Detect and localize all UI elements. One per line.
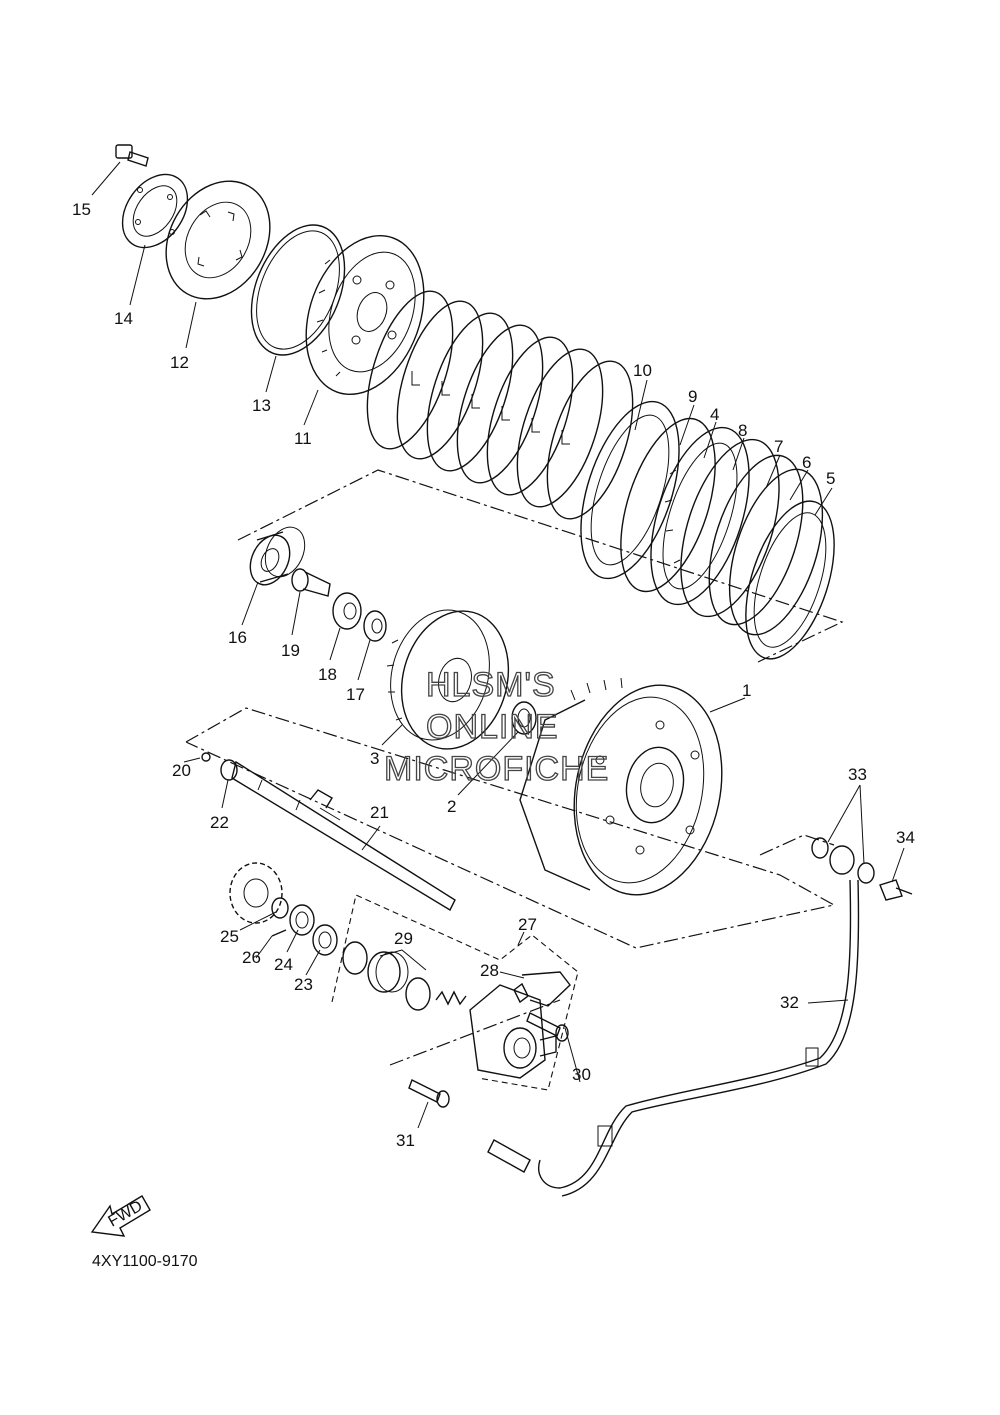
callout-26: 26: [242, 948, 261, 967]
part-3-boss: [386, 609, 510, 750]
callout-34: 34: [896, 828, 915, 847]
part-23-seal: [312, 924, 338, 956]
svg-text:MICROFICHE: MICROFICHE: [384, 750, 609, 788]
callout-11: 11: [294, 429, 312, 448]
svg-text:HLSM'S: HLSM'S: [426, 666, 556, 704]
callout-20: 20: [172, 761, 191, 780]
part-11-hub: [305, 234, 425, 396]
part-18-nut: [332, 592, 362, 630]
part-26-pin: [271, 929, 287, 937]
callout-16: 16: [228, 628, 247, 647]
leader-lines: [91, 161, 905, 1129]
fwd-label: FWD: [106, 1198, 146, 1231]
callout-8: 8: [738, 421, 747, 440]
part-19-bolt: [291, 568, 331, 597]
part-29-piston-kit: [342, 941, 467, 1011]
callout-23: 23: [294, 975, 313, 994]
part-2-washer: [511, 701, 537, 735]
part-25-oil-seal: [229, 862, 283, 924]
part-7-washer: [708, 454, 804, 626]
part-24-collar: [271, 897, 315, 936]
part-28-bleed-plate: [513, 971, 571, 1007]
assembly-frames: [185, 469, 844, 1091]
part-32-hose: [487, 879, 860, 1197]
callout-10: 10: [633, 361, 652, 380]
diagram-part-code: 4XY1100-9170: [92, 1253, 198, 1270]
callout-15: 15: [72, 200, 91, 219]
part-33-banjo-washers: [811, 837, 875, 884]
part-20-ball: [201, 752, 211, 762]
callout-32: 32: [780, 993, 799, 1012]
part-5-plate: [745, 500, 835, 660]
callout-12: 12: [170, 353, 189, 372]
fwd-arrow-icon: FWD: [90, 1195, 151, 1237]
part-17-washer: [363, 610, 387, 642]
part-22-pin: [220, 759, 238, 781]
callout-9: 9: [688, 387, 697, 406]
callout-7: 7: [774, 437, 783, 456]
callout-14: 14: [114, 309, 133, 328]
part-27-release-cylinder: [469, 984, 557, 1079]
callout-4: 4: [710, 405, 719, 424]
part-16-bearing: [249, 526, 306, 586]
part-9-spring-washer: [620, 417, 716, 593]
part-6-ring: [728, 468, 824, 636]
part-1-clutch-housing: [519, 677, 723, 896]
callout-22: 22: [210, 813, 229, 832]
part-14-plate: [121, 173, 189, 249]
callout-labels: 1 2 3 4 5 6 7 8 9 10 11 12 13 14 15 16 1…: [72, 200, 915, 1150]
callout-24: 24: [274, 955, 293, 974]
watermark: HLSM'S ONLINE MICROFICHE: [383, 665, 609, 788]
part-8-plate: [680, 438, 780, 618]
friction-plate-stack: [366, 290, 634, 520]
callout-2: 2: [447, 797, 456, 816]
part-34-banjo-bolt: [879, 879, 913, 901]
part-30-bolt: [526, 1012, 569, 1042]
callout-29: 29: [394, 929, 413, 948]
part-13-ring: [250, 224, 346, 356]
svg-text:ONLINE: ONLINE: [426, 708, 559, 746]
callout-30: 30: [572, 1065, 591, 1084]
part-4-plate: [650, 426, 750, 606]
callout-25: 25: [220, 927, 239, 946]
callout-19: 19: [281, 641, 300, 660]
callout-27: 27: [518, 915, 537, 934]
callout-21: 21: [370, 803, 389, 822]
part-12-pressure-plate: [165, 180, 271, 300]
part-21-push-rod: [231, 760, 456, 911]
callout-18: 18: [318, 665, 337, 684]
callout-1: 1: [742, 681, 751, 700]
callout-6: 6: [802, 453, 811, 472]
callout-5: 5: [826, 469, 835, 488]
callout-33: 33: [848, 765, 867, 784]
callout-31: 31: [396, 1131, 415, 1150]
callout-17: 17: [346, 685, 365, 704]
part-15-bolt: [115, 144, 149, 167]
part-31-bolt: [408, 1079, 450, 1108]
callout-3: 3: [370, 749, 379, 768]
callout-28: 28: [480, 961, 499, 980]
callout-13: 13: [252, 396, 271, 415]
